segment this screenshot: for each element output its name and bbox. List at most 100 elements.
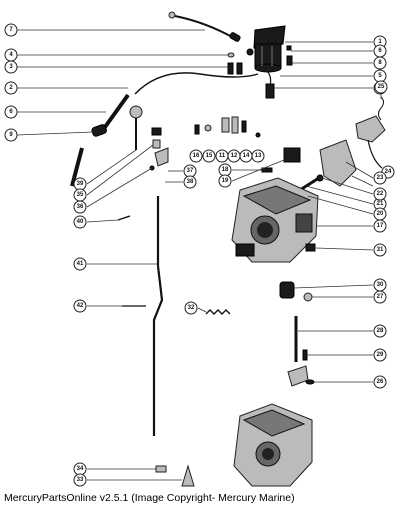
- callout-39: 39: [73, 177, 87, 191]
- svg-text:32: 32: [188, 305, 195, 311]
- svg-text:17: 17: [377, 223, 384, 229]
- callout-36: 36: [73, 200, 87, 214]
- part-solenoid-1: [246, 25, 286, 73]
- callout-25: 25: [374, 80, 388, 94]
- part-hardware-row: [194, 116, 261, 138]
- callout-26: 26: [373, 375, 387, 389]
- part-pin-27: [303, 292, 313, 302]
- svg-text:20: 20: [377, 211, 384, 217]
- callout-6-left: 6: [4, 105, 18, 119]
- svg-text:11: 11: [219, 153, 226, 159]
- svg-text:23: 23: [377, 175, 384, 181]
- svg-text:16: 16: [193, 153, 200, 159]
- svg-text:36: 36: [77, 204, 84, 210]
- svg-text:38: 38: [187, 179, 194, 185]
- callout-35: 35: [73, 188, 87, 202]
- callout-6: 6: [373, 44, 387, 58]
- callout-16: 16: [189, 149, 203, 163]
- svg-text:13: 13: [255, 153, 262, 159]
- part-fitting-34: [155, 465, 167, 473]
- svg-text:31: 31: [377, 247, 384, 253]
- svg-text:35: 35: [77, 192, 84, 198]
- svg-text:22: 22: [377, 191, 384, 197]
- part-rod-41: [152, 196, 164, 436]
- svg-text:21: 21: [377, 201, 384, 207]
- svg-text:2: 2: [9, 85, 13, 91]
- svg-text:29: 29: [377, 352, 384, 358]
- part-washer-26: [305, 379, 315, 385]
- svg-text:42: 42: [77, 303, 84, 309]
- svg-text:12: 12: [231, 153, 238, 159]
- callout-7: 7: [4, 23, 18, 37]
- svg-text:19: 19: [222, 178, 229, 184]
- callout-14: 14: [239, 149, 253, 163]
- svg-text:41: 41: [77, 261, 84, 267]
- part-cable-7: [168, 11, 241, 42]
- svg-text:25: 25: [378, 84, 385, 90]
- part-screw-29: [302, 349, 308, 361]
- part-screws-5-6-8: [286, 45, 293, 66]
- callout-22: 22: [373, 187, 387, 201]
- callout-32: 32: [184, 301, 198, 315]
- callout-41: 41: [73, 257, 87, 271]
- svg-text:30: 30: [377, 282, 384, 288]
- svg-text:28: 28: [377, 328, 384, 334]
- callout-17: 17: [373, 219, 387, 233]
- part-carburetor-17: [231, 177, 319, 263]
- callout-11: 11: [215, 149, 229, 163]
- part-spring-32: [205, 309, 231, 315]
- part-clip-25: [378, 96, 384, 121]
- svg-text:14: 14: [243, 153, 250, 159]
- callout-19: 19: [218, 174, 232, 188]
- part-cam-30: [279, 281, 295, 299]
- svg-text:15: 15: [206, 153, 213, 159]
- svg-text:40: 40: [77, 219, 84, 225]
- callout-31: 31: [373, 243, 387, 257]
- exploded-view-drawing: 7 1 4 6 3 8 5 10 2 6 25 9 16 15 11 12 14…: [4, 11, 395, 487]
- svg-text:7: 7: [9, 27, 13, 33]
- callout-23: 23: [373, 171, 387, 185]
- part-bushing-35: [151, 127, 162, 149]
- callout-2: 2: [4, 81, 18, 95]
- callout-29: 29: [373, 348, 387, 362]
- svg-text:5: 5: [378, 73, 382, 79]
- part-plunger-39: [129, 105, 143, 150]
- part-fasteners-3-4: [227, 52, 243, 75]
- callout-28: 28: [373, 324, 387, 338]
- callout-13: 13: [251, 149, 265, 163]
- part-sleeve-lower: [70, 147, 84, 187]
- part-pin-40: [117, 215, 131, 221]
- callout-27: 27: [373, 290, 387, 304]
- svg-text:3: 3: [9, 64, 13, 70]
- svg-text:24: 24: [385, 169, 392, 175]
- callout-12: 12: [227, 149, 241, 163]
- callout-3: 3: [4, 60, 18, 74]
- part-fitting-18-19: [261, 147, 301, 173]
- image-caption: MercuryPartsOnline v2.5.1 (Image Copyrig…: [4, 492, 295, 504]
- callout-5: 5: [373, 69, 387, 83]
- callout-20: 20: [373, 207, 387, 221]
- svg-text:39: 39: [77, 181, 84, 187]
- svg-text:34: 34: [77, 466, 84, 472]
- callout-33: 33: [73, 473, 87, 487]
- svg-text:1: 1: [378, 39, 382, 45]
- svg-text:37: 37: [187, 168, 194, 174]
- callout-42: 42: [73, 299, 87, 313]
- svg-text:33: 33: [77, 477, 84, 483]
- part-shaft-28: [287, 316, 309, 387]
- part-float-arm-24: [355, 115, 386, 169]
- callout-8: 8: [373, 56, 387, 70]
- part-clamp-9: [91, 124, 107, 137]
- part-link-wire-2: [134, 72, 259, 95]
- leader-lines: [16, 29, 382, 481]
- svg-text:4: 4: [9, 52, 13, 58]
- svg-text:26: 26: [377, 379, 384, 385]
- callout-15: 15: [202, 149, 216, 163]
- part-bowl-23: [319, 139, 357, 187]
- part-cap-33: [181, 464, 195, 487]
- callout-4: 4: [4, 48, 18, 62]
- callout-30: 30: [373, 278, 387, 292]
- callout-40: 40: [73, 215, 87, 229]
- part-plug-31: [305, 243, 316, 252]
